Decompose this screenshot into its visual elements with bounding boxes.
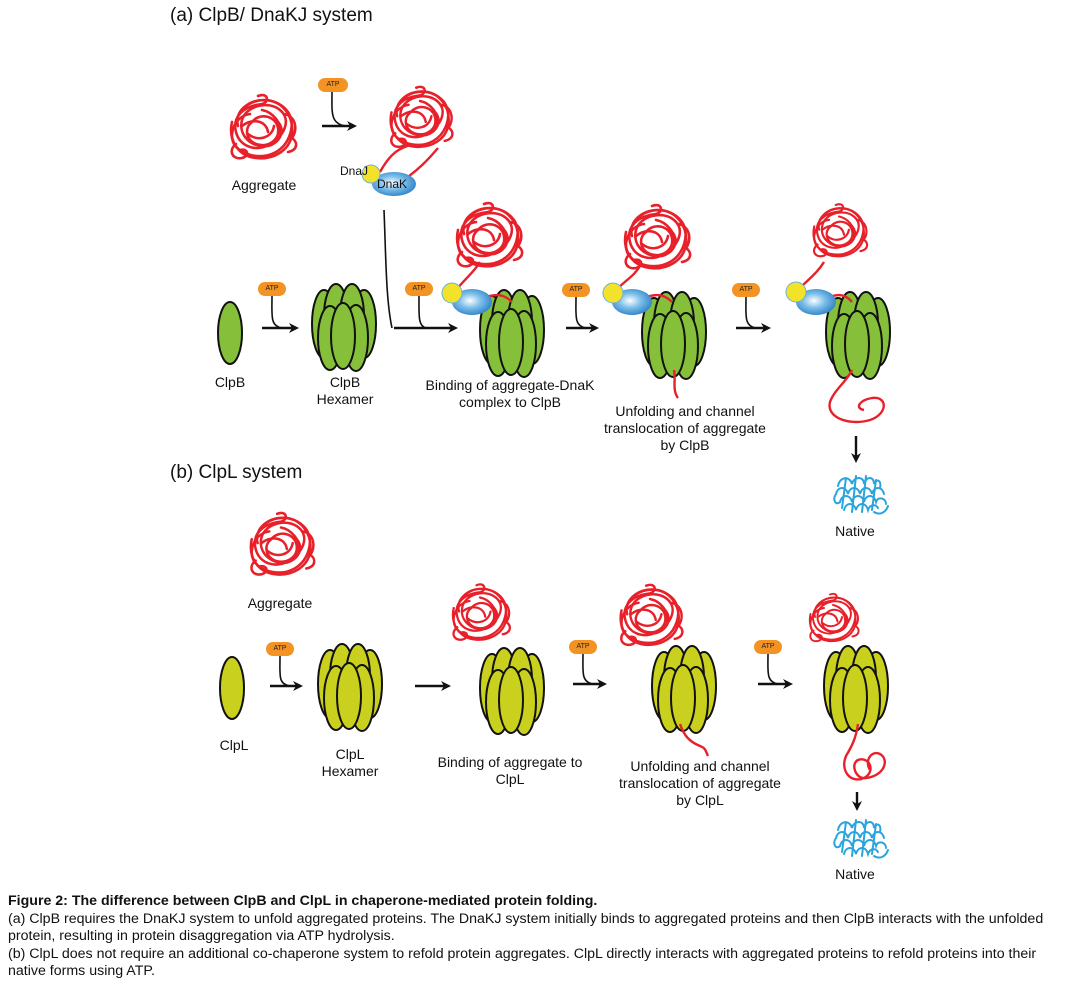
unfolding-label-b: Unfolding and channel translocation of a…: [600, 758, 800, 809]
atp-arrow-b1: [266, 642, 303, 691]
atp-arrow-b3: [569, 640, 607, 689]
aggregate-blob-final-a: [812, 203, 869, 258]
aggregate-blob-unfolding: [623, 203, 692, 270]
unfolding-chain-b: [678, 723, 710, 757]
unfolding-label-a: Unfolding and channel translocation of a…: [585, 403, 785, 454]
atp-label-a4: ATP: [569, 286, 583, 293]
clpl-hexamer-binding: [479, 647, 545, 736]
dnak-label: DnaK: [377, 177, 408, 191]
atp-label-a3: ATP: [412, 285, 426, 292]
caption-paragraph-b: (b) ClpL does not require an additional …: [8, 945, 1037, 980]
unfolded-chain-a: [828, 369, 885, 424]
dnaj-label: DnaJ: [340, 164, 369, 178]
clpl-hexamer: [317, 643, 383, 732]
atp-arrow-a1: [318, 78, 357, 131]
binding-label-b-line2: ClpL: [495, 771, 525, 787]
clpl-hexamer-label-line1: ClpL: [335, 746, 365, 762]
atp-arrow-a2: [258, 282, 299, 333]
atp-label-a1: ATP: [326, 81, 340, 88]
unfolding-label-a-line2: translocation of aggregate: [604, 420, 766, 436]
atp-label-a2: ATP: [265, 285, 279, 292]
atp-label-b1: ATP: [273, 645, 287, 652]
clpl-label: ClpL: [219, 737, 249, 753]
section-b-title: (b) ClpL system: [170, 462, 303, 483]
clpl-hexamer-label: ClpL Hexamer: [305, 746, 395, 780]
clpb-hexamer-unfolding: [641, 291, 707, 380]
binding-label-a: Binding of aggregate-DnaK complex to Clp…: [410, 377, 610, 411]
atp-arrow-a4: [562, 283, 599, 333]
clpb-hexamer-label-line1: ClpB: [329, 374, 361, 390]
section-a-title: (a) ClpB/ DnaKJ system: [170, 5, 373, 26]
dnak-complex-binding: [441, 261, 513, 315]
aggregate-blob-binding-b: [451, 583, 512, 642]
aggregate-label-b: Aggregate: [247, 595, 313, 611]
clpl-hexamer-final: [823, 645, 889, 734]
atp-label-a5: ATP: [739, 286, 753, 293]
binding-label-a-line2: complex to ClpB: [459, 394, 561, 410]
unfolding-label-b-line2: translocation of aggregate: [619, 775, 781, 791]
native-label-b: Native: [835, 866, 875, 882]
aggregate-blob-b: [249, 511, 316, 576]
atp-arrow-a3: [394, 282, 458, 333]
clpl-hexamer-label-line2: Hexamer: [321, 763, 379, 779]
clpl-hexamer-unfolding: [651, 645, 717, 734]
caption-title: Figure 2: The difference between ClpB an…: [8, 893, 598, 909]
diagram-canvas: [217, 78, 891, 859]
figure-caption: Figure 2: The difference between ClpB an…: [8, 893, 1066, 981]
clpb-hexamer-label-line2: Hexamer: [316, 391, 374, 407]
aggregate-blob-a: [229, 93, 298, 160]
dnak-complex-top: [361, 143, 439, 196]
unfolding-label-b-line1: Unfolding and channel: [630, 758, 770, 774]
unfolding-label-a-line1: Unfolding and channel: [615, 403, 755, 419]
aggregate-blob-binding: [455, 201, 524, 268]
atp-arrow-a5: [732, 283, 771, 333]
clpb-hexamer-final: [825, 291, 891, 380]
connector-line: [383, 209, 393, 329]
atp-label-b3: ATP: [761, 643, 775, 650]
aggregate-blob-dnak: [389, 85, 454, 149]
clpb-hexamer-label: ClpB Hexamer: [300, 374, 390, 408]
atp-arrow-b4: [754, 640, 793, 689]
clpb-hexamer: [311, 283, 377, 372]
unfolded-chain-b: [843, 723, 886, 781]
native-protein-a: [833, 475, 889, 515]
caption-paragraph-a: (a) ClpB requires the DnaKJ system to un…: [8, 910, 1044, 945]
native-protein-b: [833, 819, 889, 859]
binding-label-a-line1: Binding of aggregate-DnaK: [425, 377, 595, 393]
dnak-complex-unfolding: [602, 265, 680, 399]
dnak-complex-final: [785, 261, 853, 315]
clpb-monomer: [217, 301, 243, 365]
aggregate-blob-final-b: [808, 592, 860, 643]
unfolding-label-b-line3: by ClpL: [676, 792, 724, 808]
unfolding-label-a-line3: by ClpB: [660, 437, 710, 453]
native-label-a: Native: [835, 523, 875, 539]
binding-label-b-line1: Binding of aggregate to: [437, 754, 583, 770]
clpl-monomer: [219, 656, 245, 720]
aggregate-blob-unfolding-b: [619, 583, 684, 647]
atp-label-b2: ATP: [576, 643, 590, 650]
binding-label-b: Binding of aggregate to ClpL: [420, 754, 600, 788]
clpb-label: ClpB: [214, 374, 246, 390]
aggregate-label-a: Aggregate: [231, 177, 297, 193]
